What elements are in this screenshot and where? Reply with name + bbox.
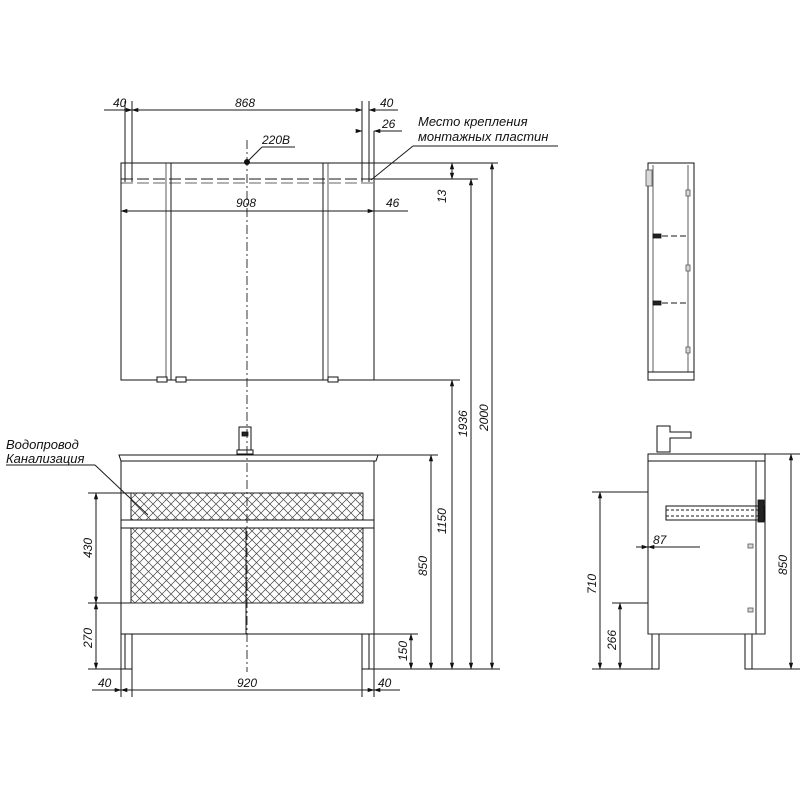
- countertop: [118, 454, 379, 462]
- dim-side-water-height: 710: [585, 574, 599, 594]
- side-dimensions: 710 266 87 850: [585, 453, 800, 670]
- dim-side-drain-height: 266: [605, 630, 619, 651]
- dim-vanity-width: 920: [237, 676, 257, 690]
- mirror-cabinet-body: [120, 162, 375, 381]
- mirror-hinge-left: [156, 376, 168, 383]
- dim-mirror-edge-offset: 46: [386, 196, 400, 210]
- dim-vanity-height: 850: [416, 556, 430, 576]
- bottom-dimensions: 40 920 40: [92, 634, 400, 697]
- dim-pipes-bottom-height: 270: [81, 628, 95, 649]
- label-mount-place-1: Место крепления: [418, 114, 528, 129]
- mirror-hinge-mid: [175, 376, 187, 383]
- dim-mirror-width: 908: [236, 196, 256, 210]
- vanity-front: [118, 426, 379, 670]
- mirror-cabinet-front: [120, 162, 375, 383]
- mirror-cabinet-side: [645, 162, 695, 381]
- dim-mirror-plate-gap: 26: [381, 117, 396, 131]
- label-voltage: 220В: [261, 133, 290, 147]
- dim-side-water-offset: 87: [653, 533, 668, 547]
- drawer-rail: [120, 519, 375, 529]
- side-drawer: [665, 505, 765, 521]
- dim-vanity-top-height: 1150: [435, 508, 449, 534]
- top-dimensions: 40 868 40 26 908 46 220В Место крепления…: [104, 96, 558, 214]
- dim-mirror-left-offset: 40: [113, 96, 127, 110]
- left-vertical-dimensions: 430 270 Водопровод Канализация: [6, 437, 149, 670]
- dim-vanity-left-offset: 40: [98, 676, 112, 690]
- dim-side-vanity-height: 850: [776, 555, 790, 575]
- leg-left: [124, 633, 133, 670]
- dim-mirror-plate-span: 868: [235, 96, 255, 110]
- dim-pipes-zone-height: 430: [81, 538, 95, 558]
- socket-icon: [244, 159, 250, 165]
- dim-vanity-right-offset: 40: [378, 676, 392, 690]
- mirror-hinge-right: [327, 376, 339, 383]
- side-faucet: [656, 425, 692, 453]
- dim-mirror-top-offset: 13: [435, 189, 449, 203]
- dim-height-total: 2000: [477, 404, 491, 432]
- leg-right: [361, 633, 370, 670]
- right-vertical-dimensions: 13 1936 2000 1150 850 150: [369, 162, 500, 670]
- dim-height-to-socket: 1936: [456, 410, 470, 437]
- dim-mirror-right-offset: 40: [380, 96, 394, 110]
- dim-vanity-leg-height: 150: [396, 641, 410, 661]
- label-mount-place-2: монтажных пластин: [418, 129, 548, 144]
- label-water: Водопровод: [6, 437, 79, 452]
- label-drain: Канализация: [6, 451, 84, 466]
